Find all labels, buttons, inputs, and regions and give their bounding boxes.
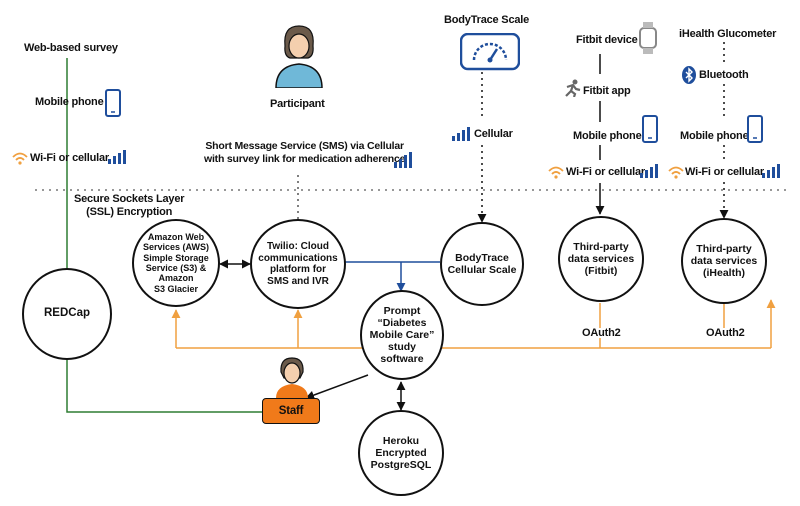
heroku-node: Heroku Encrypted PostgreSQL — [358, 410, 444, 496]
ihealth-service-node-label: Third-party data services (iHealth) — [690, 242, 758, 280]
heroku-node-label: Heroku Encrypted PostgreSQL — [370, 434, 432, 472]
wifi-cellular-label-2: Wi-Fi or cellular — [566, 166, 646, 178]
aws-node-label: Amazon Web Services (AWS) Simple Storage… — [142, 231, 210, 294]
fitbit-device-label: Fitbit device — [576, 34, 638, 46]
smartwatch-icon — [639, 22, 657, 54]
ihealth-service-node: Third-party data services (iHealth) — [681, 218, 767, 304]
runner-icon — [565, 79, 581, 97]
cellular-label: Cellular — [474, 128, 513, 140]
prompt-software-node: Prompt “Diabetes Mobile Care” study soft… — [360, 290, 444, 380]
phone-icon — [105, 89, 121, 117]
phone-icon — [642, 115, 658, 143]
scale-gauge-icon — [460, 33, 520, 71]
aws-node: Amazon Web Services (AWS) Simple Storage… — [132, 219, 220, 307]
fitbit-service-node-label: Third-party data services (Fitbit) — [567, 240, 635, 278]
prompt-staff-arrow — [305, 374, 369, 400]
phone-icon — [747, 115, 763, 143]
sms-label: Short Message Service (SMS) via Cellular… — [204, 140, 406, 165]
bodytrace-node-label: BodyTrace Cellular Scale — [447, 251, 517, 276]
signal-bars-icon — [108, 150, 126, 164]
signal-bars-icon — [452, 127, 470, 141]
wifi-icon — [548, 166, 564, 179]
wifi-icon — [668, 166, 684, 179]
wifi-cellular-label-3: Wi-Fi or cellular — [685, 166, 765, 178]
staff-person-icon — [276, 357, 308, 398]
bluetooth-label: Bluetooth — [699, 69, 749, 81]
participant-label: Participant — [270, 98, 325, 110]
fitbit-app-label: Fitbit app — [583, 85, 631, 97]
ihealth-glucometer-label: iHealth Glucometer — [679, 28, 777, 40]
twilio-node: Twilio: Cloud communications platform fo… — [250, 219, 346, 309]
twilio-node-label: Twilio: Cloud communications platform fo… — [258, 241, 338, 287]
mobile-phone-label-2: Mobile phone — [573, 130, 642, 142]
bluetooth-icon — [682, 66, 696, 84]
person-icon — [275, 25, 323, 88]
fitbit-service-node: Third-party data services (Fitbit) — [558, 216, 644, 302]
staff-badge: Staff — [262, 398, 320, 424]
prompt-software-node-label: Prompt “Diabetes Mobile Care” study soft… — [369, 304, 435, 366]
redcap-node-label: REDCap — [43, 307, 90, 320]
mobile-phone-label-3: Mobile phone — [680, 130, 749, 142]
oauth-ihealth-label: OAuth2 — [706, 327, 745, 339]
signal-bars-icon — [640, 164, 658, 178]
green-redcap-staff-line — [66, 360, 262, 413]
bodytrace-scale-label: BodyTrace Scale — [444, 14, 530, 26]
web-survey-label: Web-based survey — [24, 42, 118, 54]
bodytrace-node: BodyTrace Cellular Scale — [440, 222, 524, 306]
staff-label: Staff — [278, 405, 304, 417]
redcap-node: REDCap — [22, 268, 112, 360]
wifi-cellular-label-1: Wi-Fi or cellular — [30, 152, 110, 164]
ssl-encryption-label: Secure Sockets Layer (SSL) Encryption — [74, 193, 185, 218]
signal-bars-icon — [762, 164, 780, 178]
mobile-phone-label-1: Mobile phone — [35, 96, 104, 108]
oauth-fitbit-label: OAuth2 — [582, 327, 621, 339]
wifi-icon — [12, 152, 28, 165]
signal-bars-icon — [394, 152, 412, 168]
